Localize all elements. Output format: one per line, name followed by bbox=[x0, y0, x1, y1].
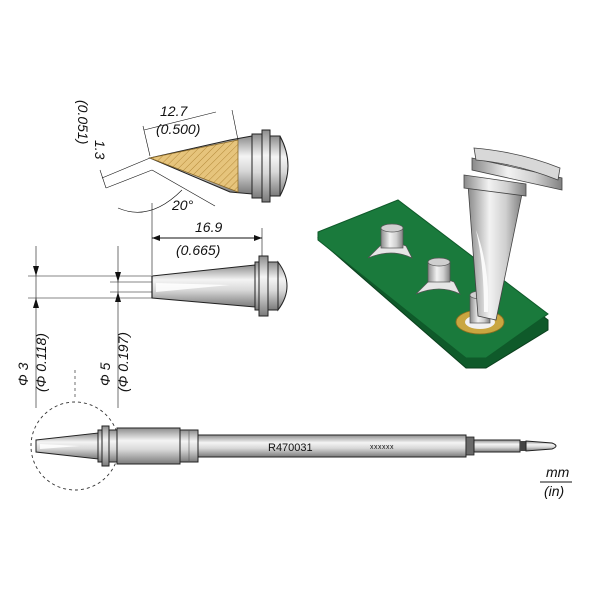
part-number: R470031 bbox=[268, 442, 313, 454]
units-legend: mm (in) bbox=[540, 464, 572, 499]
part-marking: xxxxxx bbox=[370, 444, 394, 451]
cartridge-view: R470031 xxxxxx bbox=[30, 370, 557, 491]
soldering-tip-3d bbox=[463, 147, 563, 321]
dim-thickness-mm: 1.3 bbox=[92, 140, 108, 160]
dim-thickness-in: (0.051) bbox=[75, 100, 91, 144]
component-pin-1 bbox=[367, 223, 413, 259]
units-mm: mm bbox=[546, 464, 570, 480]
dim-diameter-extensions bbox=[28, 246, 152, 408]
units-in: (in) bbox=[544, 483, 564, 499]
dim-length-12-7: 12.7 (0.500) bbox=[142, 103, 239, 157]
dim-dia-small-mm: Φ 3 bbox=[15, 362, 31, 386]
dim-tip-length: 16.9 (0.665) bbox=[151, 203, 263, 275]
cartridge-pin bbox=[525, 440, 557, 452]
dim-length-in: (0.500) bbox=[156, 121, 200, 137]
dim-angle: 20° bbox=[117, 169, 216, 213]
dim-tip-length-in: (0.665) bbox=[176, 242, 220, 258]
dim-dia-large-in: (Φ 0.197) bbox=[115, 332, 131, 392]
dim-length-mm: 12.7 bbox=[160, 103, 188, 119]
pcb-illustration bbox=[317, 147, 563, 369]
tip-side-view bbox=[148, 129, 289, 203]
dim-tip-length-mm: 16.9 bbox=[195, 219, 222, 235]
tip-top-view bbox=[151, 255, 288, 317]
dim-angle-label: 20° bbox=[171, 197, 194, 213]
dim-dia-large-mm: Φ 5 bbox=[97, 362, 113, 386]
bevel-face bbox=[148, 139, 239, 193]
cartridge-shaft bbox=[197, 434, 467, 458]
component-pin-2 bbox=[415, 257, 461, 295]
dim-dia-small-in: (Φ 0.118) bbox=[33, 333, 49, 392]
dim-thickness-1-3: 1.3 (0.051) bbox=[75, 100, 153, 189]
cartridge-sleeve bbox=[116, 427, 181, 465]
